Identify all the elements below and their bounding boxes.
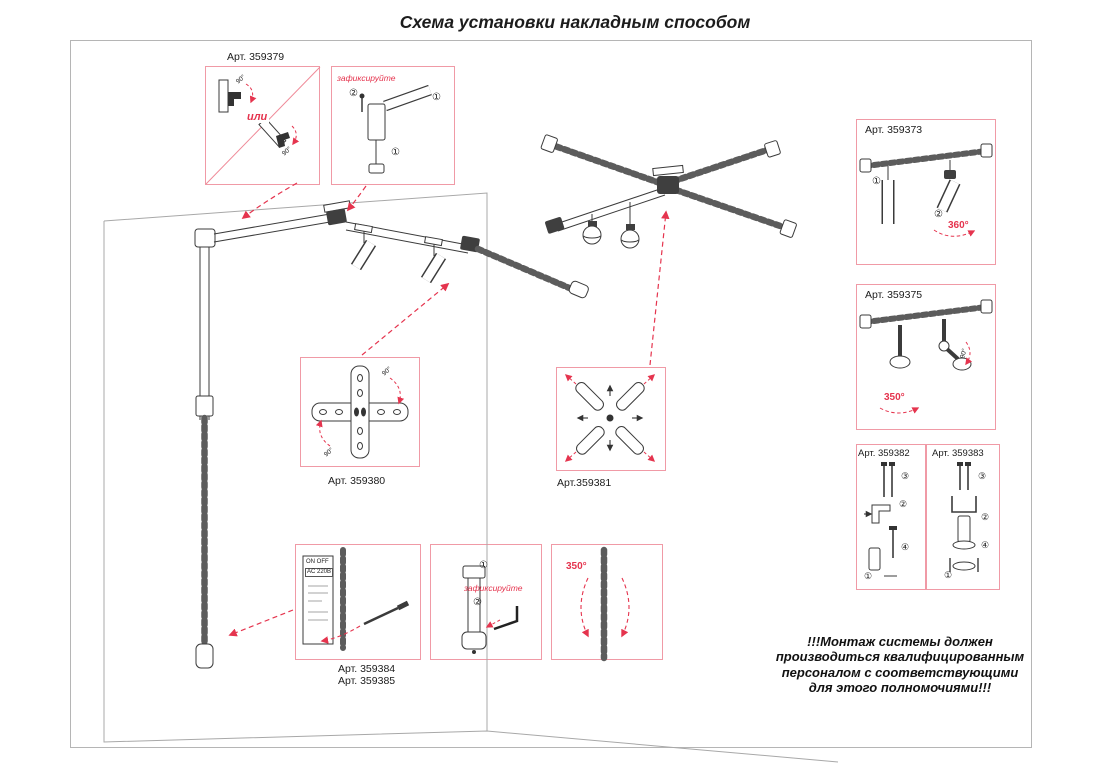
art373-step1: ① (872, 176, 881, 187)
art373-label: Арт. 359373 (865, 124, 923, 136)
fix-top-label: зафиксируйте (337, 73, 396, 83)
art384-detail (302, 547, 410, 651)
art382-step4: ④ (901, 542, 910, 552)
art381-label: Арт.359381 (557, 477, 612, 489)
voltage-label: AC 220В (305, 568, 334, 577)
callout-box-359383 (926, 444, 1000, 590)
spot-lamp-2 (420, 252, 447, 284)
warning-line-1: !!!Монтаж системы должен (807, 634, 993, 649)
art383-label: Арт. 359383 (932, 448, 984, 459)
page-title: Схема установки накладным способом (399, 12, 751, 32)
track-coupler (460, 235, 480, 253)
callout-box-359373 (856, 119, 996, 265)
diagram-frame (70, 40, 1032, 748)
fix-top-step2: ② (349, 88, 358, 99)
callout-box-rotate (551, 544, 663, 660)
callout-box-fix-top (331, 66, 455, 185)
fix-bottom-step1: ① (479, 560, 488, 571)
warning-line-3: персоналом с соответствующими (781, 664, 1019, 680)
spot-track (345, 221, 469, 284)
warning-line-2: производиться квалифицированным (775, 649, 1025, 665)
art380-detail (311, 365, 409, 459)
warning-line-4: для этого полномочиями!!! (808, 679, 992, 695)
art375-label: Арт. 359375 (865, 289, 923, 301)
art385-label: Арт. 359385 (338, 675, 396, 687)
fix-top-step1-bottom: ① (391, 147, 400, 158)
art383-step2: ② (981, 512, 990, 522)
fix-top-detail (359, 84, 432, 174)
room-outline (103, 192, 839, 763)
cross-track-assembly (540, 134, 797, 238)
art373-step2: ② (934, 209, 943, 220)
art382-detail (864, 462, 897, 577)
art379-detail (205, 66, 321, 185)
switch-onoff-label: ON OFF (306, 559, 329, 565)
art383-detail (949, 462, 979, 572)
art379-or-text: или (245, 111, 270, 124)
rotate-detail (580, 546, 630, 662)
art375-detail (859, 299, 993, 414)
callout-box-359382 (856, 444, 926, 590)
warning-text: !!!Монтаж системы должен производиться к… (766, 634, 1034, 695)
callout-box-359380 (300, 357, 420, 467)
art383-step4: ④ (981, 540, 990, 550)
callout-box-fix-bottom (430, 544, 542, 660)
ceiling-track-left (213, 213, 331, 243)
art382-label: Арт. 359382 (858, 448, 910, 459)
art383-step1: ① (944, 570, 953, 580)
fix-bottom-detail (461, 565, 519, 654)
pendant-lamps (582, 202, 640, 249)
art382-step3: ③ (901, 471, 910, 481)
wall-track (194, 228, 216, 669)
art382-step1: ① (864, 571, 873, 581)
art379-label: Арт. 359379 (227, 51, 285, 63)
rotate-angle: 350° (566, 561, 587, 572)
callout-box-359384 (295, 544, 421, 660)
callout-box-359381 (556, 367, 666, 471)
art383-step3: ③ (978, 471, 987, 481)
corner-connector (323, 200, 352, 226)
callout-box-359379 (205, 66, 320, 185)
fix-top-step1-right: ① (432, 92, 441, 103)
chain-track-left (474, 245, 589, 299)
spot-lamp-1 (350, 239, 377, 271)
art373-angle: 360° (948, 220, 969, 231)
art373-detail (859, 143, 993, 237)
leader-arrows (228, 182, 670, 637)
fix-bottom-step2: ② (473, 597, 482, 608)
art382-step2: ② (899, 499, 908, 509)
callout-box-359375 (856, 284, 996, 430)
art381-detail (564, 374, 656, 462)
art375-angle: 350° (884, 392, 905, 403)
art380-label: Арт. 359380 (328, 475, 386, 487)
fix-bottom-label: зафиксируйте (464, 583, 523, 593)
art384-label: Арт. 359384 (338, 663, 396, 675)
